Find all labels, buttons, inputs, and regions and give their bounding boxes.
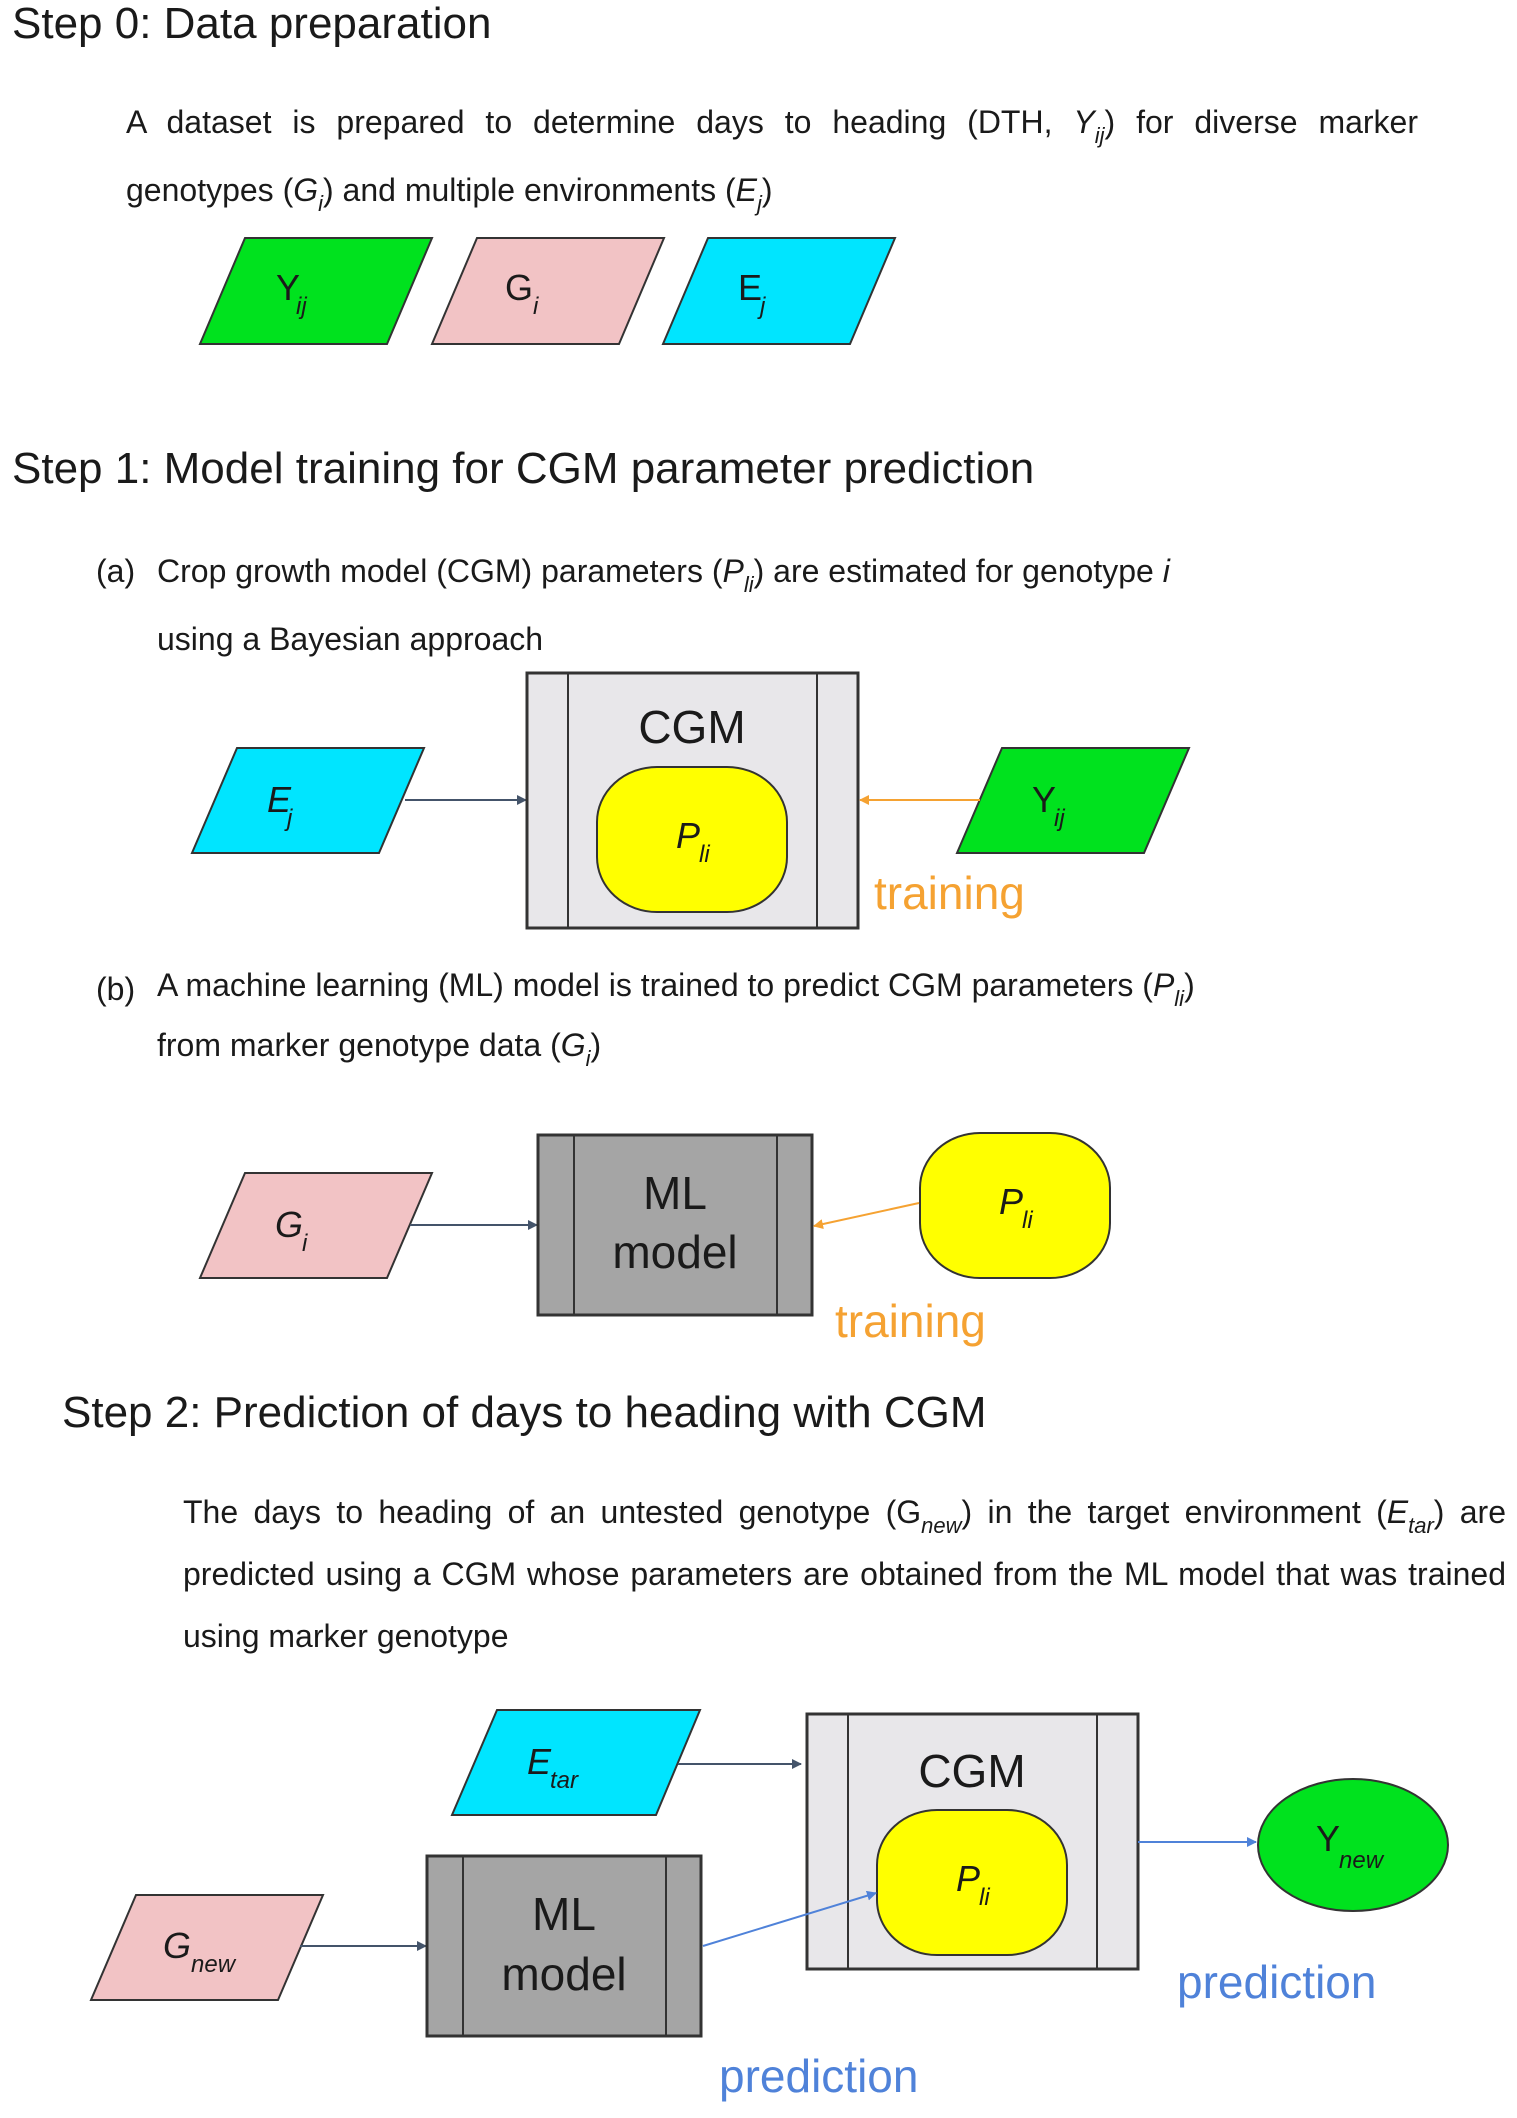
- step1b-g-shape-sub: i: [302, 1230, 308, 1257]
- step0-e-sub: j: [756, 191, 762, 216]
- step1a-e-sub: j: [284, 805, 293, 832]
- step1a-e-shape: E j: [190, 747, 426, 854]
- step1b-g-shape-sym: G: [275, 1204, 303, 1245]
- step0-g-sym: G: [293, 172, 319, 208]
- step0-text-c: ) and multiple environments (: [323, 172, 736, 208]
- step2-heading: Step 2: Prediction of days to heading wi…: [62, 1388, 987, 1437]
- step2-text-3: ) are predicted using a CGM whose parame…: [183, 1494, 1507, 1654]
- step0-text-b: ) for diverse marker genotypes (: [126, 104, 1419, 208]
- step1a-param-sub: li: [699, 841, 710, 868]
- step1b-line2b: ): [590, 1027, 602, 1063]
- step2-param-sym: P: [956, 1858, 980, 1899]
- step0-g-sub: i: [318, 191, 323, 216]
- step1a-param-shape: P li: [596, 766, 788, 913]
- step2-gnew-sub-shape: new: [191, 1951, 237, 1978]
- step2-gnew-sym: G: [163, 1925, 191, 1966]
- step1a-cgm-label: CGM: [638, 701, 745, 753]
- step1b-param-shape: P li: [919, 1132, 1111, 1279]
- step2-ml-line2: model: [501, 1948, 626, 2000]
- step1a-e-sym: E: [267, 779, 292, 820]
- step1b-text-1: A machine learning (ML) model is trained…: [157, 967, 1153, 1003]
- step1b-description: A machine learning (ML) model is trained…: [157, 955, 1407, 1075]
- step2-ynew-sym: Y: [1316, 1818, 1340, 1859]
- step0-description: A dataset is prepared to determine days …: [126, 88, 1418, 224]
- step1a-label: (a): [96, 553, 136, 589]
- step2-description: The days to heading of an untested genot…: [183, 1481, 1506, 1667]
- step2-etar-sym: E: [527, 1741, 552, 1782]
- step1b-label: (b): [96, 971, 136, 1007]
- step0-shape-g-sub: i: [533, 293, 539, 320]
- step2-etar-sub-shape: tar: [550, 1767, 579, 1794]
- step1a-text-2: ) are estimated for genotype: [753, 553, 1163, 589]
- step1a-training-label: training: [874, 867, 1025, 919]
- step0-text-d: ): [761, 172, 773, 208]
- step1b-ml-box: ML model: [536, 1133, 814, 1317]
- step1b-param-sym: P: [999, 1181, 1023, 1222]
- step2-etar-shape: E tar: [450, 1709, 702, 1816]
- step0-y-sym: Y: [1073, 104, 1095, 140]
- step0-y-sub: ij: [1094, 123, 1105, 148]
- step0-y-shape: Y ij: [198, 237, 434, 345]
- step1a-param-sym: P: [676, 815, 700, 856]
- step1a-y-sub: ij: [1054, 805, 1065, 832]
- step2-text-2: ) in the target environment (: [961, 1494, 1387, 1530]
- step0-shape-y-sym: Y: [276, 267, 300, 308]
- step2-ml-box: ML model: [425, 1854, 703, 2038]
- step1a-y-shape: Y ij: [955, 747, 1191, 854]
- step1-heading: Step 1: Model training for CGM parameter…: [12, 444, 1035, 493]
- step2-param-sub: li: [979, 1884, 990, 1911]
- step1a-p-sym: P: [722, 553, 744, 589]
- step0-shape-e-sub: j: [757, 293, 766, 320]
- step2-gnew-sub: new: [921, 1513, 962, 1538]
- step1a-y-sym: Y: [1032, 779, 1056, 820]
- step1b-g-sym: G: [560, 1027, 586, 1063]
- step1b-line2a: from marker genotype data (: [157, 1027, 561, 1063]
- step1b-training-label: training: [835, 1295, 986, 1347]
- step0-shape-e-sym: E: [738, 267, 762, 308]
- step1b-param-to-ml-arrow: [813, 1202, 920, 1229]
- step2-ml-line1: ML: [532, 1888, 596, 1940]
- step0-text-a: A dataset is prepared to determine days …: [126, 104, 1074, 140]
- step1a-i-sym: i: [1162, 553, 1170, 589]
- step1a-description: Crop growth model (CGM) parameters (Pli)…: [157, 537, 1357, 673]
- step1b-p-sym: P: [1152, 967, 1175, 1003]
- step2-text-1: The days to heading of an untested genot…: [183, 1494, 922, 1530]
- step1a-p-sub: li: [743, 572, 754, 597]
- step0-g-shape: G i: [430, 237, 666, 345]
- step1a-text-1: Crop growth model (CGM) parameters (: [157, 553, 723, 589]
- step0-shape-g-sym: G: [505, 267, 533, 308]
- step1b-p-sub: li: [1174, 986, 1185, 1011]
- step0-heading: Step 0: Data preparation: [12, 0, 492, 48]
- step2-ynew-sub: new: [1339, 1847, 1385, 1874]
- step2-prediction-right-label: prediction: [1177, 1956, 1376, 2008]
- step0-shape-y-sub: ij: [296, 293, 307, 320]
- step2-ml-to-param-arrow: [702, 1890, 877, 1947]
- step2-gnew-shape: G new: [89, 1894, 325, 2001]
- step0-e-shape: E j: [661, 237, 897, 345]
- step1b-text-2: ): [1184, 967, 1195, 1003]
- step1b-param-sub: li: [1022, 1207, 1033, 1234]
- step2-etar-sub: tar: [1408, 1513, 1434, 1538]
- step1b-ml-line2: model: [612, 1226, 737, 1278]
- step2-e-sym: E: [1386, 1494, 1409, 1530]
- step2-prediction-bottom-label: prediction: [719, 2050, 918, 2102]
- step1b-ml-line1: ML: [643, 1167, 707, 1219]
- step2-param-shape: P li: [876, 1809, 1068, 1956]
- step1a-line2: using a Bayesian approach: [157, 621, 544, 657]
- step2-cgm-label: CGM: [918, 1745, 1025, 1797]
- step1b-g-shape: G i: [198, 1172, 434, 1279]
- step1b-g-sub: i: [585, 1046, 591, 1071]
- step2-ynew-shape: Y new: [1257, 1778, 1449, 1912]
- step0-e-sym: E: [735, 172, 757, 208]
